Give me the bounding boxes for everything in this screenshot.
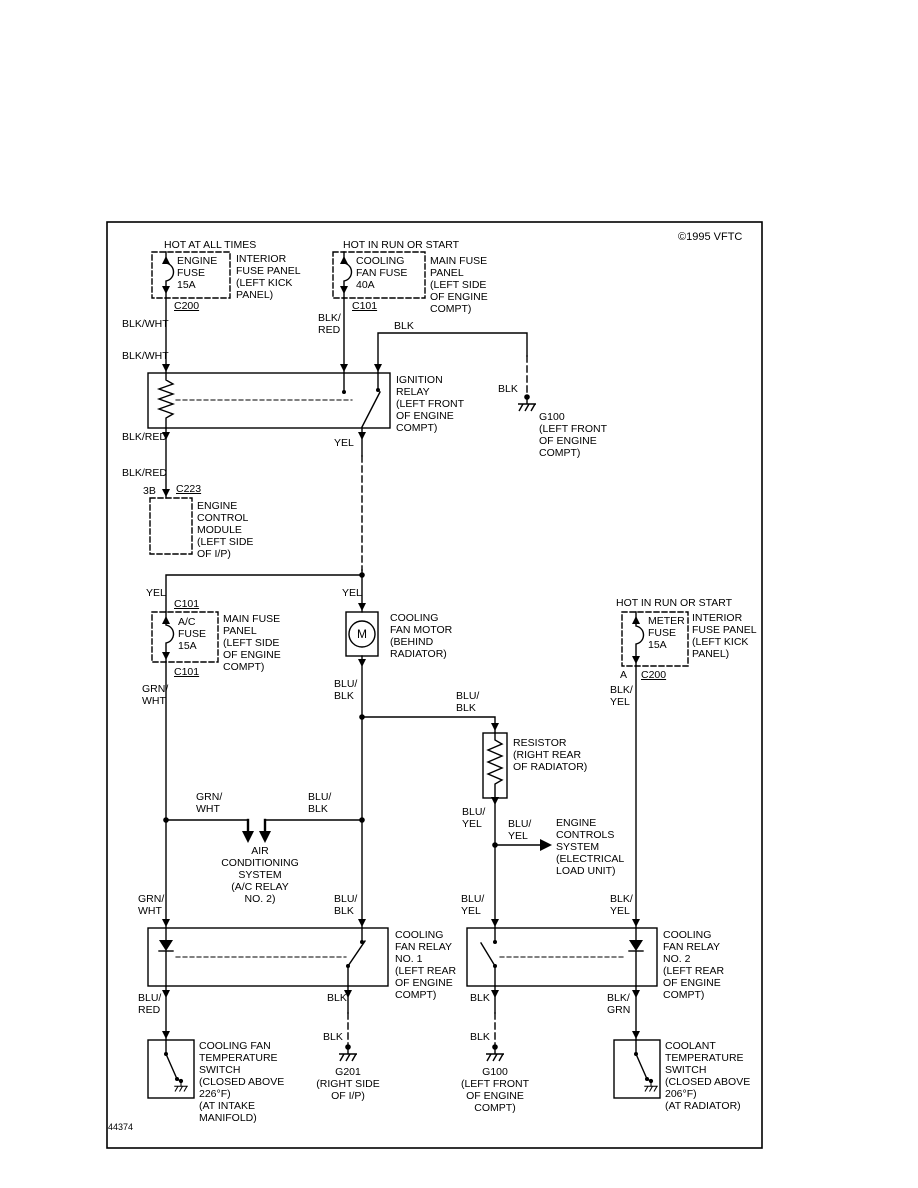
wire-label-blu-yel-lower: BLU/ YEL [461, 893, 485, 917]
interior-fuse-panel-label-top: INTERIOR FUSE PANEL (LEFT KICK PANEL) [236, 253, 301, 301]
coolant-temp-switch-label: COOLANT TEMPERATURE SWITCH (CLOSED ABOVE… [665, 1040, 751, 1112]
connector-c101-top: C101 [352, 300, 378, 312]
wire-label-blk-red-lower: BLK/RED [122, 467, 167, 479]
coolant-temp-switch-internals [634, 1039, 659, 1093]
power-label-hot-in-run-or-start-top: HOT IN RUN OR START [343, 239, 460, 251]
wire-label-grn-wht-upper: GRN/ WHT [142, 683, 169, 707]
cooling-fan-temp-switch-box [147, 1039, 195, 1099]
diagram-border [106, 221, 763, 1149]
wire-label-blk-branch: BLK [394, 320, 414, 332]
coolant-temp-switch-box [613, 1039, 661, 1099]
engine-controls-arrow [540, 839, 552, 851]
wire-label-blk-above-g201: BLK [323, 1031, 343, 1043]
fan-temp-switch-internals [164, 1039, 189, 1093]
ground-label-g201: G201 (RIGHT SIDE OF I/P) [316, 1066, 380, 1102]
cooling-fan-relay-2-box [466, 927, 658, 987]
cooling-fan-fuse-label: COOLING FAN FUSE 40A [356, 255, 408, 291]
copyright-notice: ©1995 VFTC [678, 231, 743, 243]
engine-fuse-label: ENGINE FUSE 15A [177, 255, 218, 291]
main-fuse-panel-label-mid: MAIN FUSE PANEL (LEFT SIDE OF ENGINE COM… [223, 613, 281, 673]
ecm-box [149, 497, 193, 555]
cooling-fan-relay-1-label: COOLING FAN RELAY NO. 1 (LEFT REAR OF EN… [395, 929, 457, 1001]
ac-fuse-label: A/C FUSE 15A [178, 616, 207, 652]
resistor-symbol [486, 732, 504, 799]
wire-label-blu-red: BLU/ RED [138, 992, 162, 1016]
ac-system-label: AIR CONDITIONING SYSTEM (A/C RELAY NO. 2… [221, 845, 299, 905]
connector-c101-mid-bottom: C101 [174, 666, 200, 678]
wire-label-blk-relay2-out: BLK [470, 992, 490, 1004]
meter-fuse-pin-label: A [620, 669, 628, 681]
cooling-fan-motor-label: COOLING FAN MOTOR (BEHIND RADIATOR) [390, 612, 453, 660]
wire-label-grn-wht-lower: GRN/ WHT [138, 893, 165, 917]
wire-label-blk-above-g100: BLK [470, 1031, 490, 1043]
ground-label-g100-top: G100 (LEFT FRONT OF ENGINE COMPT) [539, 411, 608, 459]
ignition-relay-internals [156, 372, 381, 429]
wire-label-blu-blk-lower: BLU/ BLK [334, 893, 358, 917]
wire-label-blk-to-g100-top: BLK [498, 383, 518, 395]
interior-fuse-panel-label-right: INTERIOR FUSE PANEL (LEFT KICK PANEL) [692, 612, 757, 660]
ac-fuse-symbol [165, 611, 175, 663]
power-label-hot-in-run-or-start-right: HOT IN RUN OR START [616, 597, 733, 609]
wire-label-blu-blk-motor: BLU/ BLK [334, 678, 358, 702]
wire-label-blk-red-fuse: BLK/ RED [318, 312, 341, 336]
connector-c200-right: C200 [641, 669, 667, 681]
power-label-hot-at-all-times: HOT AT ALL TIMES [164, 239, 257, 251]
ac-system-arrows [242, 831, 271, 843]
fan-relay-1-internals [158, 927, 366, 987]
g100-top-ground-symbol [517, 393, 537, 412]
cooling-fan-relay-1-box [147, 927, 389, 987]
meter-fuse-label: METER FUSE 15A [648, 615, 685, 651]
sheet-number: 44374 [108, 1122, 134, 1132]
ignition-relay-label: IGNITION RELAY (LEFT FRONT OF ENGINE COM… [396, 374, 465, 434]
connector-c223: C223 [176, 483, 202, 495]
interior-fuse-panel-box-top [151, 251, 231, 299]
cooling-fan-temp-switch-label: COOLING FAN TEMPERATURE SWITCH (CLOSED A… [199, 1040, 285, 1124]
cooling-fan-relay-2-label: COOLING FAN RELAY NO. 2 (LEFT REAR OF EN… [663, 929, 725, 1001]
main-fuse-panel-box-mid [151, 611, 219, 663]
wire-label-yel-center: YEL [342, 587, 362, 599]
meter-fuse-symbol [635, 611, 645, 667]
wire-label-yel-left: YEL [146, 587, 166, 599]
wire-label-blk-wht-upper: BLK/WHT [122, 318, 169, 330]
wire-label-blk-yel-upper: BLK/ YEL [610, 684, 633, 708]
wire-label-blu-blk-branch: BLU/ BLK [308, 791, 332, 815]
motor-letter: M [357, 627, 367, 641]
resistor-label: RESISTOR (RIGHT REAR OF RADIATOR) [513, 737, 588, 773]
main-fuse-panel-label-top: MAIN FUSE PANEL (LEFT SIDE OF ENGINE COM… [430, 255, 488, 315]
connector-c101-mid-top: C101 [174, 598, 200, 610]
wire-label-yel-relay-out: YEL [334, 437, 354, 449]
wire-label-blk-wht-lower: BLK/WHT [122, 350, 169, 362]
fan-relay-2-internals [480, 927, 644, 987]
wire-label-blk-relay1-out: BLK [327, 992, 347, 1004]
wire-label-grn-wht-branch: GRN/ WHT [196, 791, 223, 815]
ignition-relay-box [147, 372, 391, 429]
wire-label-blk-yel-lower: BLK/ YEL [610, 893, 633, 917]
connector-c200-top: C200 [174, 300, 200, 312]
interior-fuse-panel-box-right [621, 611, 689, 667]
main-fuse-panel-box-top [332, 251, 426, 299]
junction-dots [163, 572, 498, 848]
wire-label-blk-grn: BLK/ GRN [607, 992, 631, 1016]
g100-bottom-ground-symbol [485, 1043, 505, 1062]
wire-label-blu-yel-upper: BLU/ YEL [462, 806, 486, 830]
g201-ground-symbol [338, 1043, 358, 1062]
wire-label-blk-red-upper: BLK/RED [122, 431, 167, 443]
wire-label-blu-yel-branch: BLU/ YEL [508, 818, 532, 842]
engine-controls-system-label: ENGINE CONTROLS SYSTEM (ELECTRICAL LOAD … [556, 817, 625, 877]
ecm-pin-label: 3B [143, 485, 156, 497]
ecm-label: ENGINE CONTROL MODULE (LEFT SIDE OF I/P) [197, 500, 254, 560]
wire-label-blu-blk-resistor: BLU/ BLK [456, 690, 480, 714]
ground-label-g100-bottom: G100 (LEFT FRONT OF ENGINE COMPT) [460, 1066, 530, 1114]
motor-symbol: M [348, 620, 376, 648]
